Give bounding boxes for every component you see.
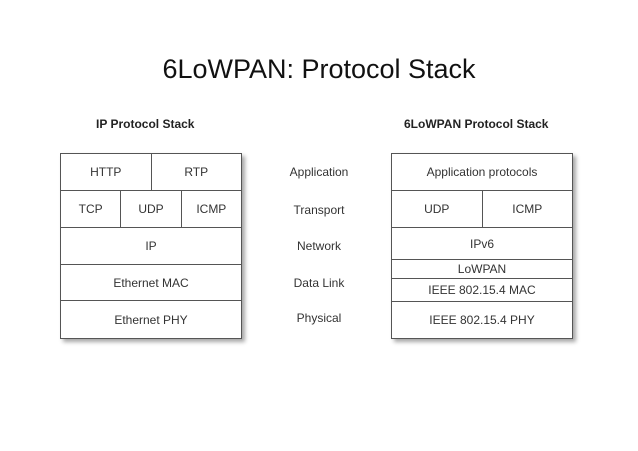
layer-label-transport: Transport (293, 203, 345, 217)
layer-label-application: Application (289, 165, 349, 179)
lowpan-stack-cell: IPv6 (469, 236, 494, 251)
ip-stack-application-row: HTTP RTP (61, 154, 241, 191)
slide-title: 6LoWPAN: Protocol Stack (162, 54, 476, 84)
lowpan-stack-application-row: Application protocols (392, 154, 572, 191)
ip-protocol-stack: HTTP RTP TCP UDP ICMP IP Ethernet MAC Et… (60, 153, 242, 339)
ip-stack-cell: Ethernet MAC (113, 275, 189, 290)
ip-stack-cell: TCP (61, 191, 122, 227)
ip-stack-physical-row: Ethernet PHY (61, 301, 241, 338)
layer-label-physical: Physical (296, 311, 342, 325)
ip-stack-datalink-row: Ethernet MAC (61, 265, 241, 301)
lowpan-stack-cell: IEEE 802.15.4 PHY (429, 313, 535, 327)
lowpan-stack-cell: ICMP (512, 202, 543, 216)
lowpan-stack-phy-row: IEEE 802.15.4 PHY (392, 302, 572, 338)
ip-stack-cell: RTP (184, 165, 209, 179)
lowpan-stack-adaptation-row: LoWPAN (392, 260, 572, 279)
lowpan-stack-mac-row: IEEE 802.15.4 MAC (392, 279, 572, 302)
lowpan-protocol-stack: Application protocols UDP ICMP IPv6 LoWP… (391, 153, 573, 339)
lowpan-stack-cell: UDP (392, 191, 483, 227)
ip-stack-cell: HTTP (61, 154, 152, 190)
layer-label-network: Network (296, 239, 341, 253)
lowpan-stack-transport-row: UDP ICMP (392, 191, 572, 228)
lowpan-stack-cell: Application protocols (426, 165, 538, 179)
layer-label-datalink: Data Link (293, 276, 345, 290)
ip-stack-transport-row: TCP UDP ICMP (61, 191, 241, 228)
ip-stack-cell: ICMP (196, 202, 227, 216)
lowpan-stack-network-row: IPv6 (392, 228, 572, 260)
ip-stack-cell: UDP (121, 191, 182, 227)
ip-stack-cell: IP (145, 239, 157, 253)
ip-stack-title: IP Protocol Stack (96, 117, 195, 131)
lowpan-stack-title: 6LoWPAN Protocol Stack (404, 117, 549, 131)
lowpan-stack-cell: IEEE 802.15.4 MAC (428, 283, 536, 297)
ip-stack-cell: Ethernet PHY (114, 312, 188, 327)
lowpan-stack-cell: LoWPAN (457, 262, 507, 276)
ip-stack-network-row: IP (61, 228, 241, 265)
